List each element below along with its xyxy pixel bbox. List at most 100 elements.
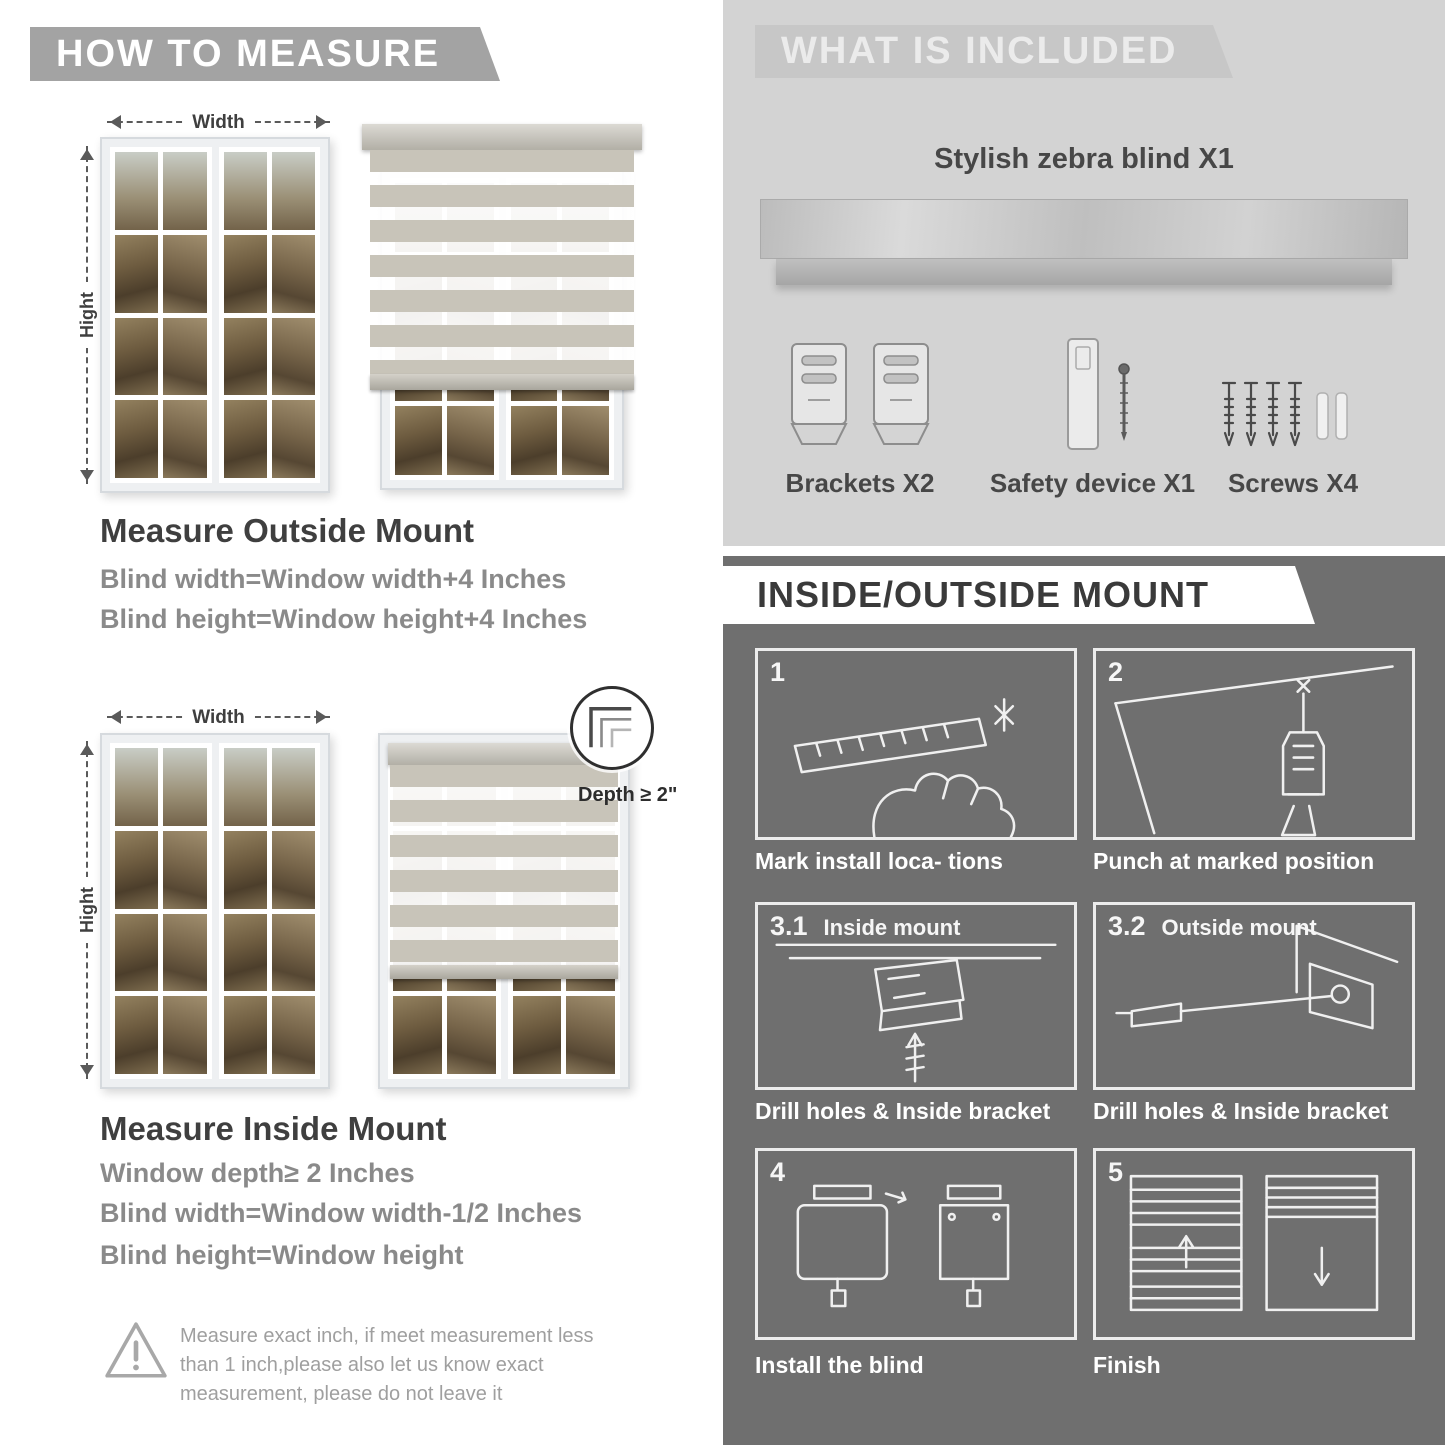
window-sash	[218, 743, 320, 1079]
width-arrow-inside: Width	[107, 705, 330, 731]
window-pane	[271, 913, 315, 992]
step-number-text: 1	[770, 657, 786, 687]
step-number-text: 2	[1108, 657, 1124, 687]
inside-mount-line-3: Blind height=Window height	[100, 1240, 464, 1270]
window-pane	[115, 234, 159, 313]
step-4-number: 4	[770, 1157, 801, 1188]
window-pane	[562, 405, 609, 475]
window-pane	[271, 152, 315, 230]
depth-requirement-label: Depth ≥ 2"	[578, 784, 678, 806]
window-pane	[115, 152, 159, 230]
step-1-panel: 1	[755, 648, 1077, 840]
screws-label: Screws X4	[1227, 468, 1359, 498]
window-pane	[446, 996, 496, 1074]
step-3-1-caption: Drill holes & Inside bracket	[755, 1098, 1051, 1124]
brackets-label: Brackets X2	[785, 468, 935, 498]
zebra-blind-inside-illustration	[378, 733, 630, 1089]
how-to-measure-banner: HOW TO MEASURE	[30, 27, 500, 81]
window-sash	[218, 147, 320, 483]
step-3-2-number: 3.2 Outside mount	[1108, 911, 1317, 942]
window-pane	[223, 234, 267, 313]
blind-headrail	[388, 743, 620, 765]
window-pane	[115, 913, 159, 992]
window-pane	[223, 996, 267, 1074]
mount-steps-section	[723, 556, 1445, 1445]
window-pane	[115, 748, 159, 826]
finish-illustration	[1129, 1174, 1379, 1312]
mount-steps-banner: INSIDE/OUTSIDE MOUNT	[723, 566, 1315, 624]
step-2-caption: Punch at marked position	[1093, 848, 1375, 874]
window-pane	[271, 996, 315, 1074]
blind-bottomrail	[370, 374, 634, 390]
step-5-panel: 5	[1093, 1148, 1415, 1340]
window-pane	[271, 748, 315, 826]
measurement-warning-text: Measure exact inch, if meet measurement …	[180, 1325, 594, 1405]
warning-triangle-icon	[103, 1318, 169, 1384]
how-to-measure-title: HOW TO MEASURE	[56, 33, 441, 75]
inside-mount-line-2: Blind width=Window width-1/2 Inches	[100, 1198, 583, 1228]
window-pane	[163, 830, 207, 909]
mark-location-illustration	[793, 698, 1016, 837]
window-pane	[163, 152, 207, 230]
window-pane	[115, 400, 159, 478]
window-pane	[223, 748, 267, 826]
step-number-text: 3.2	[1108, 911, 1146, 941]
window-pane	[393, 996, 442, 1074]
height-label-outside: Hight	[75, 282, 99, 348]
safety-device-illustration	[1067, 338, 1130, 450]
step-2-number: 2	[1108, 657, 1139, 688]
window-pane	[223, 830, 267, 909]
drill-illustration	[1114, 665, 1394, 837]
window-pane	[446, 405, 494, 475]
blind-headrail-product-illustration	[760, 199, 1408, 259]
blind-stripes	[390, 765, 618, 965]
step-number-text: 5	[1108, 1157, 1124, 1187]
what-is-included-banner: WHAT IS INCLUDED	[755, 25, 1233, 78]
blind-valance-product-illustration	[776, 259, 1392, 285]
window-pane	[510, 405, 558, 475]
window-pane	[271, 234, 315, 313]
step-4-panel: 4	[755, 1148, 1077, 1340]
step-3-2-caption: Drill holes & Inside bracket	[1093, 1098, 1389, 1124]
install-blind-illustration	[796, 1184, 1010, 1308]
height-arrow-outside: Hight	[75, 146, 99, 484]
step-1-number: 1	[770, 657, 801, 688]
height-arrow-inside: Hight	[75, 741, 99, 1079]
window-pane	[512, 996, 562, 1074]
width-arrow-outside: Width	[107, 110, 330, 136]
step-5-caption: Finish	[1093, 1352, 1161, 1378]
inside-mount-title: Measure Inside Mount	[100, 1110, 447, 1147]
depth-detail-magnifier	[570, 686, 654, 770]
outside-mount-title: Measure Outside Mount	[100, 512, 475, 549]
window-pane	[163, 400, 207, 478]
step-1-caption: Mark install loca- tions	[755, 848, 1003, 874]
window-corner-sketch-icon	[589, 707, 632, 748]
step-number-text: 3.1	[770, 911, 808, 941]
inside-mount-line-1: Window depth≥ 2 Inches	[100, 1158, 415, 1188]
width-label-inside: Width	[182, 705, 255, 731]
blind-headrail	[362, 124, 642, 150]
window-pane	[223, 400, 267, 478]
width-label-outside: Width	[182, 110, 255, 136]
outside-bracket-illustration	[1115, 924, 1399, 1030]
window-pane	[223, 317, 267, 396]
mount-steps-title: INSIDE/OUTSIDE MOUNT	[757, 574, 1210, 615]
window-pane	[163, 748, 207, 826]
window-pane	[163, 913, 207, 992]
step-2-panel: 2	[1093, 648, 1415, 840]
step-3-1-number: 3.1 Inside mount	[770, 911, 960, 942]
window-pane	[223, 152, 267, 230]
window-pane	[115, 317, 159, 396]
step-title-text: Inside mount	[823, 915, 961, 940]
window-pane	[115, 830, 159, 909]
window-pane	[395, 405, 442, 475]
window-illustration-inside	[100, 733, 330, 1089]
window-pane	[271, 317, 315, 396]
blind-stripes	[370, 150, 634, 374]
window-pane	[163, 996, 207, 1074]
window-pane	[115, 996, 159, 1074]
window-pane	[271, 830, 315, 909]
product-label: Stylish zebra blind X1	[934, 143, 1234, 175]
step-3-2-panel: 3.2 Outside mount	[1093, 902, 1415, 1090]
